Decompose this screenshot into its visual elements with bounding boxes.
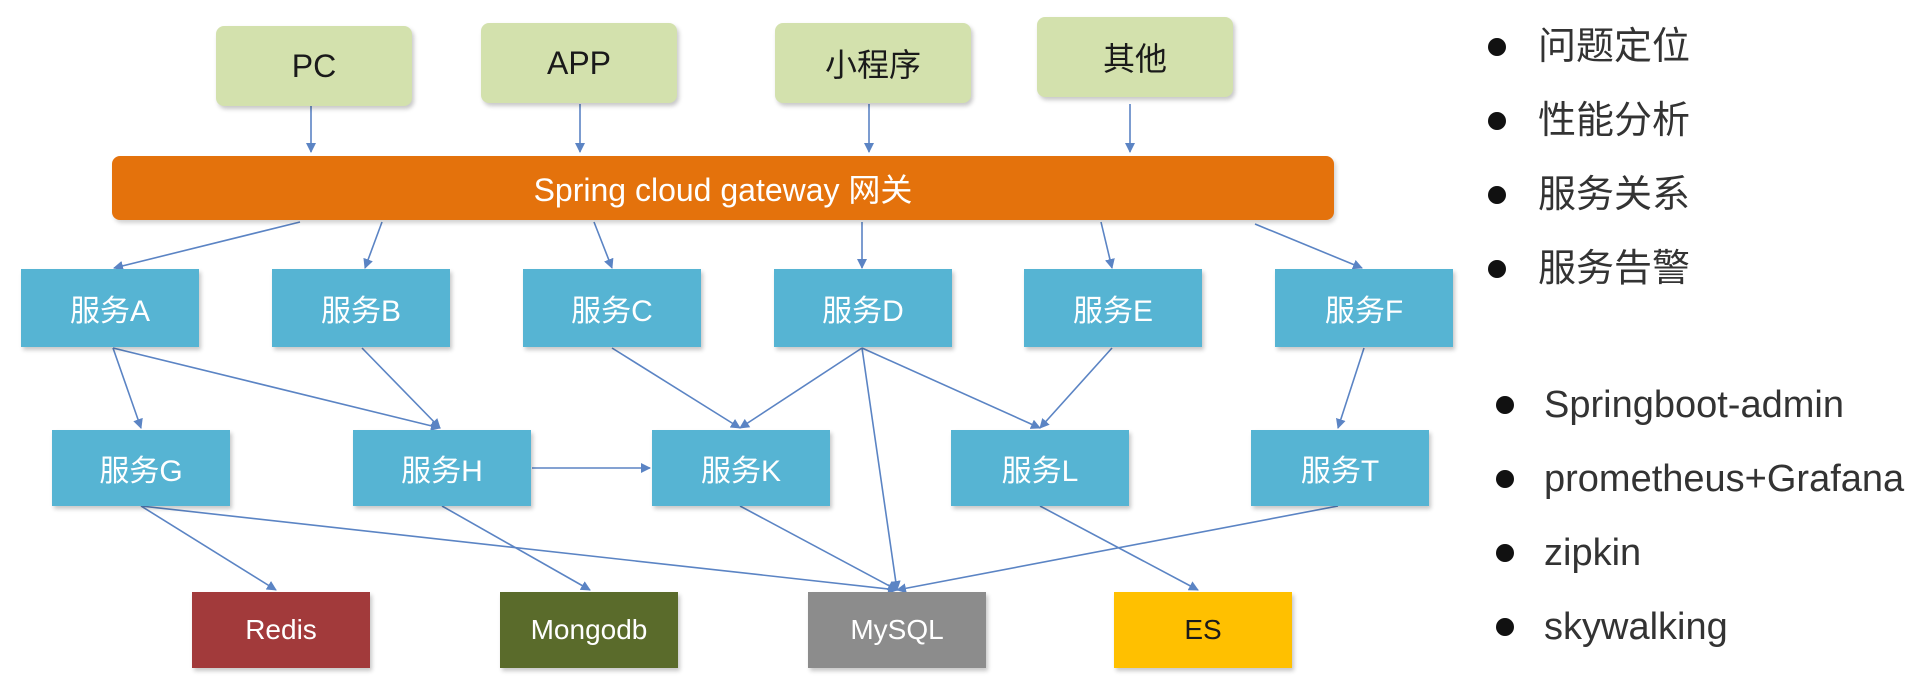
gateway-label: Spring cloud gateway 网关	[533, 172, 913, 208]
arrow-e-l	[1039, 347, 1113, 429]
client-other: 其他	[1037, 17, 1233, 97]
store-es-label: ES	[1184, 614, 1222, 645]
arrow-gw-b	[363, 221, 383, 269]
bullet-dot-icon	[1488, 38, 1506, 56]
bullet-dot-icon	[1496, 396, 1514, 414]
arrow-k-mysql	[739, 505, 898, 591]
concern-item: 性能分析	[1488, 84, 1690, 158]
concern-item: 服务关系	[1488, 158, 1690, 232]
service-d: 服务D	[774, 269, 952, 347]
concern-item: 服务告警	[1488, 232, 1690, 306]
service-b-label: 服务B	[320, 295, 401, 328]
arrow-d-l	[861, 347, 1041, 429]
service-t: 服务T	[1251, 430, 1429, 506]
store-mongodb: Mongodb	[500, 592, 678, 668]
tool-label: skywalking	[1544, 606, 1728, 648]
client-miniprogram: 小程序	[775, 23, 971, 103]
tool-label: prometheus+Grafana	[1544, 458, 1905, 500]
concern-label: 问题定位	[1538, 26, 1691, 68]
concern-label: 性能分析	[1538, 100, 1691, 142]
tool-item: Springboot-admin	[1496, 368, 1904, 442]
client-app-label: APP	[546, 44, 612, 81]
bullet-dot-icon	[1488, 186, 1506, 204]
concern-label: 服务告警	[1538, 248, 1691, 290]
arrow-c-k	[611, 347, 741, 429]
gateway-bar: Spring cloud gateway 网关	[112, 156, 1334, 220]
arrow-g-redis	[140, 505, 277, 591]
tool-item: skywalking	[1496, 590, 1904, 664]
arrow-a-g	[112, 347, 143, 429]
service-c-label: 服务C	[571, 295, 653, 328]
tool-item: prometheus+Grafana	[1496, 442, 1904, 516]
service-h: 服务H	[353, 430, 531, 506]
tool-label: Springboot-admin	[1544, 384, 1844, 426]
service-b: 服务B	[272, 269, 450, 347]
service-k: 服务K	[652, 430, 830, 506]
tool-label: zipkin	[1544, 532, 1642, 574]
service-f: 服务F	[1275, 269, 1453, 347]
store-mysql-label: MySQL	[850, 614, 944, 645]
service-l: 服务L	[951, 430, 1129, 506]
service-e: 服务E	[1024, 269, 1202, 347]
arrow-gw-f	[1254, 223, 1363, 270]
service-a: 服务A	[21, 269, 199, 347]
tools-list: Springboot-admin prometheus+Grafana zipk…	[1496, 368, 1904, 664]
bullet-dot-icon	[1496, 470, 1514, 488]
client-pc-label: PC	[291, 47, 337, 84]
arrow-b-h	[361, 347, 441, 429]
service-l-label: 服务L	[1001, 455, 1079, 488]
client-miniprogram-label: 小程序	[824, 47, 921, 83]
arrow-d-k	[739, 347, 863, 429]
arrow-f-t	[1336, 347, 1365, 429]
client-pc: PC	[216, 26, 412, 106]
bullet-dot-icon	[1496, 618, 1514, 636]
service-k-label: 服务K	[700, 455, 781, 488]
service-h-label: 服务H	[401, 455, 483, 488]
concerns-list: 问题定位 性能分析 服务关系 服务告警	[1488, 10, 1690, 306]
arrow-g-mysql	[140, 505, 898, 594]
concern-item: 问题定位	[1488, 10, 1690, 84]
service-g: 服务G	[52, 430, 230, 506]
service-c: 服务C	[523, 269, 701, 347]
store-mongodb-label: Mongodb	[530, 614, 648, 645]
store-redis: Redis	[192, 592, 370, 668]
bullet-dot-icon	[1488, 260, 1506, 278]
bullet-dot-icon	[1488, 112, 1506, 130]
concern-label: 服务关系	[1538, 174, 1691, 216]
service-a-label: 服务A	[69, 295, 150, 328]
store-mysql: MySQL	[808, 592, 986, 668]
arrow-gw-a	[113, 221, 301, 271]
arrow-gw-e	[1100, 221, 1115, 269]
arrow-t-mysql	[896, 505, 1339, 594]
arrow-d-mysql	[861, 347, 901, 591]
arrow-a-h	[112, 347, 441, 431]
store-es: ES	[1114, 592, 1292, 668]
tool-item: zipkin	[1496, 516, 1904, 590]
service-d-label: 服务D	[822, 295, 904, 328]
bullet-dot-icon	[1496, 544, 1514, 562]
service-t-label: 服务T	[1300, 455, 1380, 488]
arrow-h-mongodb	[441, 505, 591, 591]
client-other-label: 其他	[1102, 41, 1167, 77]
service-f-label: 服务F	[1324, 295, 1404, 328]
service-e-label: 服务E	[1072, 295, 1153, 328]
service-g-label: 服务G	[99, 455, 183, 488]
store-redis-label: Redis	[245, 614, 317, 645]
client-app: APP	[481, 23, 677, 103]
arrow-gw-c	[593, 221, 614, 269]
